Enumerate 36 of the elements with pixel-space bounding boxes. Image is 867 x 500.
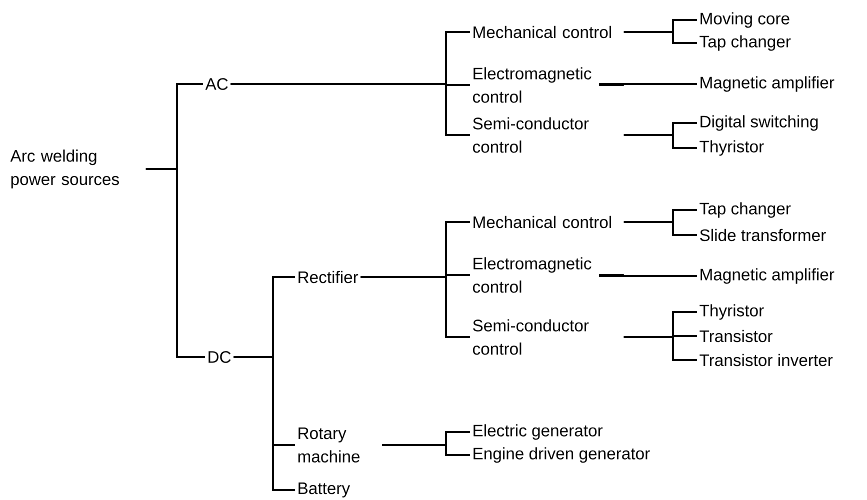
tree-label: Engine driven generator xyxy=(474,447,650,463)
tree-label: Magnetic amplifier xyxy=(700,268,834,284)
tree-label: Moving core xyxy=(700,12,790,28)
tree-connector xyxy=(624,31,697,44)
tree-label: Electric generator xyxy=(474,424,603,440)
tree-label: Thyristor xyxy=(700,140,764,156)
tree-label: Arc welding power sources xyxy=(10,150,119,188)
tree-label: Slide transformer xyxy=(700,228,826,242)
tree-label: Transistor xyxy=(700,330,772,342)
tree-connector xyxy=(146,168,205,358)
tree-label: Thyristor xyxy=(700,304,764,320)
tree-connector xyxy=(360,276,470,338)
tree-connector xyxy=(624,221,697,236)
tree-label: Semi-conductor control xyxy=(472,319,589,355)
tree-label: Mechanical control xyxy=(474,26,612,38)
tree-label: Battery xyxy=(298,482,350,498)
tree-label: Electromagnetic control xyxy=(472,67,592,103)
tree-connector xyxy=(234,356,295,491)
tree-label: Magnetic amplifier xyxy=(700,76,834,92)
tree-label: Tap changer xyxy=(700,35,791,51)
tree-connector xyxy=(624,134,697,149)
tree-label: Digital switching xyxy=(700,115,818,131)
tree-label: Rectifier xyxy=(298,270,358,284)
tree-label: Mechanical control xyxy=(474,216,612,228)
tree-connector xyxy=(230,83,470,136)
tree-label: Transistor inverter xyxy=(700,354,833,366)
tree-label: Rotary machine xyxy=(298,428,360,462)
tree-connector xyxy=(599,274,697,277)
tree-label: DC xyxy=(208,351,231,363)
tree-connector xyxy=(624,336,697,361)
tree-label: Tap changer xyxy=(700,202,791,218)
tree-connector xyxy=(599,83,697,86)
tree-connector xyxy=(382,444,470,456)
tree-label: Electromagnetic control xyxy=(472,257,592,293)
tree-label: AC xyxy=(205,78,228,90)
tree-label: Semi-conductor control xyxy=(472,117,589,153)
